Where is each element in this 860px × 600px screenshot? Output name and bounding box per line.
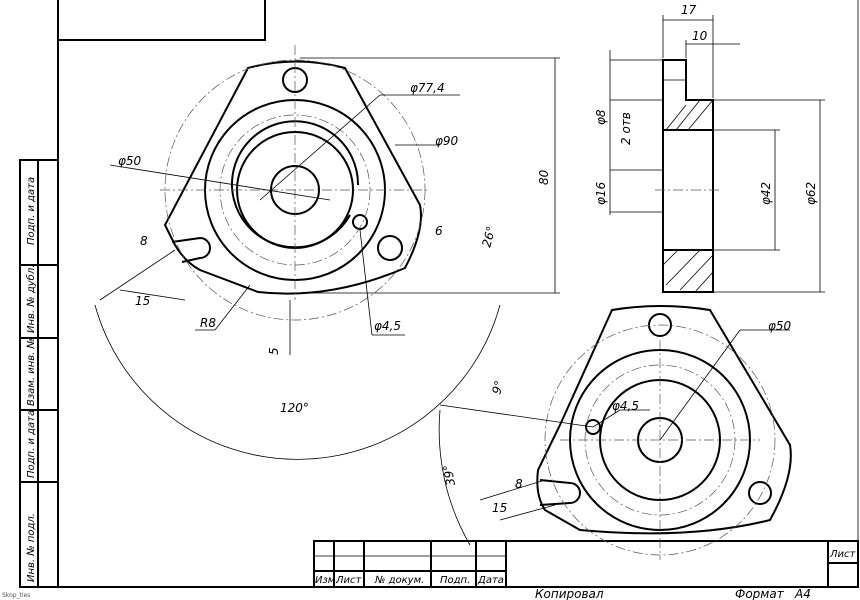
- dim-d16: φ16: [594, 181, 608, 205]
- dim-s15: 15: [492, 501, 507, 515]
- dim-d77: φ77,4: [410, 81, 445, 95]
- dim-d50: φ50: [118, 154, 142, 168]
- dim-d45: φ4,5: [612, 399, 639, 413]
- dim-a9: 9°: [489, 379, 506, 396]
- dim-s6: 6: [435, 224, 443, 238]
- hatching: [662, 99, 714, 293]
- dim-a120: 120°: [280, 401, 309, 415]
- top-view: φ77,4 φ90 φ50 80 8 15 R8 5 φ4,5 6 26° 12…: [94, 45, 560, 460]
- dim-d90: φ90: [435, 134, 459, 148]
- dim-d8: φ8: [594, 109, 608, 125]
- dim-d42: φ42: [759, 182, 773, 205]
- dim-holes: 2 отв: [619, 112, 633, 145]
- format-value: А4: [794, 587, 811, 600]
- sheet-label: Лист: [829, 549, 857, 560]
- strip-label: Взам. инв. №: [26, 338, 37, 406]
- dim-a39: 39°: [440, 464, 457, 487]
- side-view: 17 10 φ8 2 отв φ16 φ42 φ62: [594, 3, 825, 293]
- dim-d45: φ4,5: [374, 319, 401, 333]
- dim-d50: φ50: [768, 319, 792, 333]
- col-sign: Подп.: [440, 575, 470, 586]
- col-izm: Изм.: [315, 575, 339, 586]
- bottom-view: φ50 φ4,5 9° 39° 8 15: [438, 305, 792, 560]
- dim-a26: 26°: [479, 225, 498, 249]
- corner-note: Skop_ties: [2, 592, 30, 599]
- dim-d62: φ62: [804, 182, 818, 205]
- dim-w10: 10: [692, 29, 708, 43]
- col-list: Лист: [335, 575, 363, 586]
- dim-s5: 5: [267, 347, 281, 355]
- top-left-stamp-box: [57, 0, 266, 41]
- strip-label: Подп. и дата: [26, 177, 37, 245]
- copied-label: Копировал: [535, 587, 604, 600]
- strip-label: Подп. и дата: [26, 410, 37, 478]
- title-block: Изм. Лист № докум. Подп. Дата Лист Копир…: [313, 540, 859, 600]
- format-label: Формат: [735, 587, 785, 600]
- dim-s8: 8: [140, 234, 148, 248]
- dim-r8: R8: [200, 316, 216, 330]
- side-strip: Подп. и дата Инв. № дубл. Взам. инв. № П…: [19, 159, 59, 588]
- dim-s8: 8: [515, 477, 523, 491]
- col-date: Дата: [477, 575, 504, 586]
- strip-label: Инв. № подл.: [26, 513, 37, 582]
- col-doc: № докум.: [374, 575, 424, 586]
- dim-w17: 17: [681, 3, 697, 17]
- dim-h80: 80: [537, 169, 551, 185]
- dim-s15: 15: [135, 294, 150, 308]
- drawing-frame: [57, 0, 859, 588]
- strip-label: Инв. № дубл.: [25, 265, 37, 333]
